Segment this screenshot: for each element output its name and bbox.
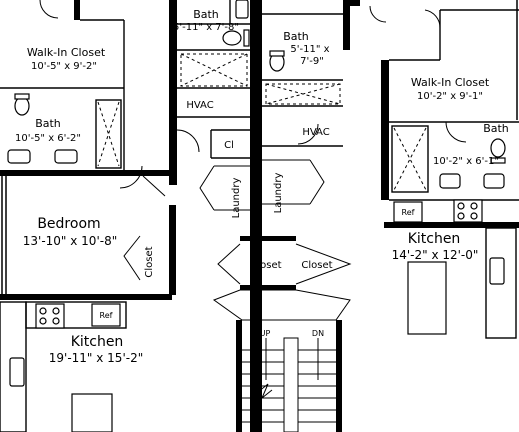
bedroom-dims: 13'-10" x 10'-8" [23, 234, 117, 248]
sink-icon [54, 149, 78, 164]
bath-right-label: Bath [483, 122, 509, 135]
stairs-dn-label: DN [312, 329, 324, 338]
refrigerator-icon [91, 303, 121, 327]
hvac-left-label: HVAC [186, 100, 213, 111]
kitchen-left-label: Kitchen [71, 334, 124, 350]
refrigerator-icon [393, 201, 423, 223]
kitchen-island [407, 261, 447, 335]
bath-b-dims-1: 5'-11" x [290, 44, 329, 55]
bath-b-label: Bath [283, 30, 309, 43]
laundry-left-label: Laundry [231, 178, 242, 219]
fixtures [7, 0, 506, 432]
bifold-doors [123, 159, 352, 321]
stove-icon [35, 303, 65, 329]
walk-in-left-label: Walk-In Closet [27, 46, 106, 59]
closet-hall-right-label: Closet [301, 260, 332, 271]
sink-icon [483, 173, 505, 189]
showers [97, 53, 427, 191]
closet-hall-left-label: Closet [250, 260, 281, 271]
toilet-icon [222, 30, 242, 46]
hvac-right-label: HVAC [302, 127, 329, 138]
cl-label: Cl [224, 140, 234, 151]
kitchen-right-dims: 14'-2" x 12'-0" [392, 248, 479, 262]
kitchen-sink-icon [489, 257, 505, 285]
bath-b-dims-2: 7'-9" [300, 56, 324, 67]
kitchen-left-dims: 19'-11" x 15'-2" [49, 351, 143, 365]
toilet-icon [490, 138, 506, 158]
ref-right-label: Ref [402, 208, 415, 217]
kitchen-right-label: Kitchen [408, 231, 461, 247]
closet-bedroom-label: Closet [144, 246, 155, 277]
bath-left-label: Bath [35, 117, 61, 130]
exterior-details [1, 0, 518, 294]
doors [39, 0, 467, 197]
stove-icon [453, 199, 483, 223]
sink-icon [7, 149, 31, 164]
walk-in-right-dims: 10'-2" x 9'-1" [417, 91, 483, 102]
walk-in-left-dims: 10'-5" x 9'-2" [31, 61, 97, 72]
bedroom-label: Bedroom [37, 216, 100, 232]
laundry-right-label: Laundry [273, 173, 284, 214]
stairs [242, 337, 336, 432]
walk-in-right-label: Walk-In Closet [411, 76, 490, 89]
sink-icon [439, 173, 461, 189]
bath-left-dims: 10'-5" x 6'-2" [15, 133, 81, 144]
ref-left-label: Ref [100, 311, 113, 320]
kitchen-sink-icon [9, 357, 25, 387]
labels: Bath 5'-11" x 7'-8" Bath 5'-11" x 7'-9" … [15, 8, 509, 365]
bath-a-dims: 5'-11" x 7'-8" [173, 22, 239, 33]
stairs-up-label: UP [260, 329, 271, 338]
sink-icon [235, 0, 249, 19]
bath-right-dims: 10'-2" x 6'-1" [433, 156, 499, 167]
bath-a-label: Bath [193, 8, 219, 21]
kitchen-island [71, 393, 113, 432]
toilet-icon [14, 96, 30, 116]
